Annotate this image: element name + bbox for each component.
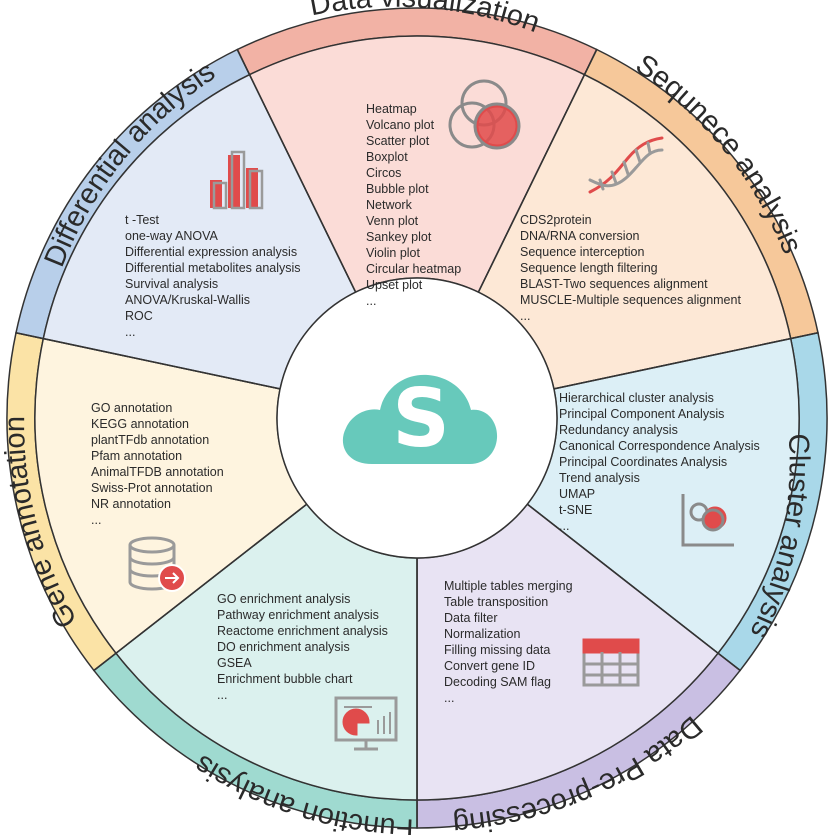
list-item: Canonical Correspondence Analysis xyxy=(559,439,760,453)
list-item: t -Test xyxy=(125,213,160,227)
list-item: NR annotation xyxy=(91,497,171,511)
list-item: Differential metabolites analysis xyxy=(125,261,301,275)
table-icon xyxy=(582,638,640,687)
list-item: ... xyxy=(125,325,135,339)
list-item: Bubble plot xyxy=(366,182,429,196)
list-item: Volcano plot xyxy=(366,118,435,132)
list-item: Survival analysis xyxy=(125,277,218,291)
list-item: Network xyxy=(366,198,413,212)
list-item: Multiple tables merging xyxy=(444,579,573,593)
list-item: ... xyxy=(444,691,454,705)
segment-divider xyxy=(553,332,819,390)
list-item: plantTFdb annotation xyxy=(91,433,209,447)
list-item: BLAST-Two sequences alignment xyxy=(520,277,708,291)
list-item: DNA/RNA conversion xyxy=(520,229,640,243)
list-item: ROC xyxy=(125,309,153,323)
list-item: Table transposition xyxy=(444,595,548,609)
list-item: ANOVA/Kruskal-Wallis xyxy=(125,293,250,307)
list-item: CDS2protein xyxy=(520,213,592,227)
list-item: Pathway enrichment analysis xyxy=(217,608,379,622)
list-item: AnimalTFDB annotation xyxy=(91,465,224,479)
bar-chart-icon xyxy=(210,150,264,210)
list-item: Circular heatmap xyxy=(366,262,461,276)
list-item: Filling missing data xyxy=(444,643,550,657)
list-item: Swiss-Prot annotation xyxy=(91,481,213,495)
list-item: Reactome enrichment analysis xyxy=(217,624,388,638)
list-item: Circos xyxy=(366,166,401,180)
segment-divider xyxy=(15,332,281,390)
list-item: Pfam annotation xyxy=(91,449,182,463)
list-item: one-way ANOVA xyxy=(125,229,219,243)
segment-divider xyxy=(526,503,741,672)
list-item: Normalization xyxy=(444,627,520,641)
list-item: Boxplot xyxy=(366,150,408,164)
list-item: ... xyxy=(217,688,227,702)
database-icon xyxy=(128,536,186,592)
list-item: Enrichment bubble chart xyxy=(217,672,353,686)
list-item: GSEA xyxy=(217,656,252,670)
list-item: MUSCLE-Multiple sequences alignment xyxy=(520,293,741,307)
list-item: Upset plot xyxy=(366,278,423,292)
list-item: ... xyxy=(366,294,376,308)
list-item: DO enrichment analysis xyxy=(217,640,350,654)
list-item: t-SNE xyxy=(559,503,592,517)
list-item: ... xyxy=(91,513,101,527)
list-item: ... xyxy=(520,309,530,323)
venn-icon xyxy=(448,79,521,150)
cloud-logo-letter: S xyxy=(392,372,450,465)
monitor-chart-icon xyxy=(334,696,398,751)
list-item: UMAP xyxy=(559,487,595,501)
list-item: Sequence length filtering xyxy=(520,261,658,275)
item-list-differential-analysis: t -Test one-way ANOVA Differential express… xyxy=(125,213,301,339)
list-item: Principal Component Analysis xyxy=(559,407,724,421)
list-item: Sequence interception xyxy=(520,245,644,259)
list-item: Redundancy analysis xyxy=(559,423,678,437)
list-item: KEGG annotation xyxy=(91,417,189,431)
list-item: Principal Coordinates Analysis xyxy=(559,455,727,469)
list-item: Hierarchical cluster analysis xyxy=(559,391,714,405)
list-item: ... xyxy=(559,519,569,533)
scatter-icon xyxy=(681,494,734,547)
cloud-logo-icon: S xyxy=(342,372,498,465)
list-item: Venn plot xyxy=(366,214,419,228)
list-item: Decoding SAM flag xyxy=(444,675,551,689)
list-item: Violin plot xyxy=(366,246,421,260)
segment-divider xyxy=(236,49,357,293)
segment-divider xyxy=(93,503,308,672)
list-item: Differential expression analysis xyxy=(125,245,297,259)
list-item: GO annotation xyxy=(91,401,172,415)
dna-icon xyxy=(588,136,664,194)
list-item: Convert gene ID xyxy=(444,659,535,673)
segment-divider xyxy=(477,49,598,293)
list-item: Scatter plot xyxy=(366,134,430,148)
list-item: Data filter xyxy=(444,611,498,625)
list-item: Heatmap xyxy=(366,102,417,116)
list-item: Trend analysis xyxy=(559,471,640,485)
list-item: GO enrichment analysis xyxy=(217,592,350,606)
list-item: Sankey plot xyxy=(366,230,432,244)
